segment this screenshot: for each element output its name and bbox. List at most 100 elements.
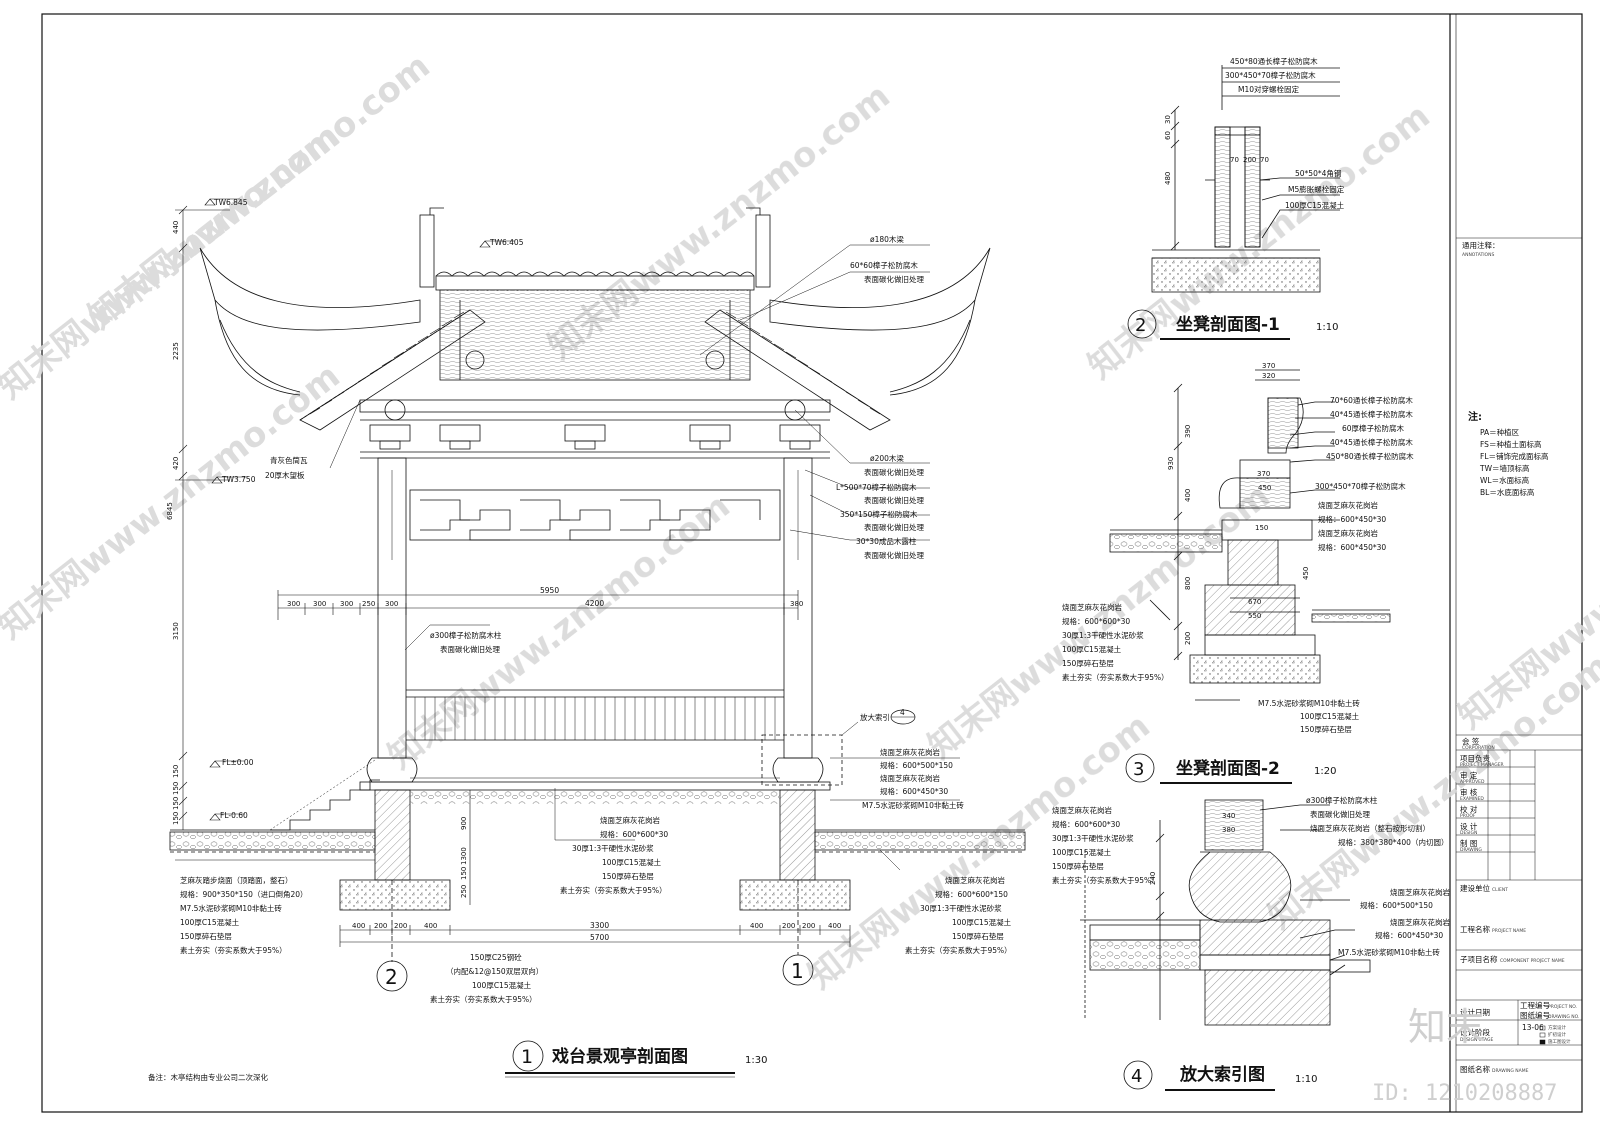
note-item: BL＝水底面标高 [1480, 487, 1535, 497]
dim: 390 [1184, 425, 1192, 438]
detail-notes-right: ø300樟子松防腐木柱 表面碳化做旧处理 烧面芝麻灰花岗岩（整石按形切割） 规格… [1306, 795, 1450, 957]
tb-label-en: PROJECT MANAGER [1460, 762, 1504, 768]
sheet-border [41, 13, 1583, 1113]
main-annotations-right: ø180木梁 60*60樟子松防腐木 表面碳化做旧处理 ø200木梁 表面碳化做… [836, 234, 924, 560]
annotation: 60*60樟子松防腐木 [850, 260, 918, 270]
dim-left: 3150 [172, 622, 180, 640]
annotation: 素土夯实（夯实系数大于95%） [1052, 875, 1159, 885]
dim: 450 [1302, 567, 1310, 580]
dim: 400 [1184, 489, 1192, 502]
tb-project-no: 工程编号 [1520, 1000, 1550, 1010]
axis-label: 2 [385, 965, 398, 989]
dim: 930 [1167, 457, 1175, 470]
dim: 70 [1260, 156, 1269, 164]
dim: 150 [1255, 524, 1268, 532]
annotation: M7.5水泥砂浆砌M10非黏土砖 [862, 800, 964, 810]
annotation: 烧面芝麻灰花岗岩 [1318, 528, 1378, 538]
annotation: 烧面芝麻灰花岗岩 [880, 747, 940, 757]
annotation: ø200木梁 [870, 453, 904, 463]
column-note: 表面碳化做旧处理 [440, 644, 500, 654]
dim-bottom-seg: 400 [750, 922, 763, 930]
elevation-fl1: FL±0.00 [222, 758, 254, 767]
elevation-tw2: TW6.405 [489, 238, 524, 247]
elevation-fl2: FL-0.60 [220, 811, 248, 820]
annotation: 素土夯实（夯实系数大于95%） [430, 994, 537, 1004]
view-title: 戏台景观亭剖面图 [551, 1046, 688, 1067]
tb-drawing-no-value: 13-06 [1522, 1023, 1544, 1032]
dim: 550 [1248, 612, 1261, 620]
annotation: 30厚1:3干硬性水泥砂浆 [1052, 833, 1134, 843]
seat2-bottom-notes: M7.5水泥砂浆砌M10非黏土砖 100厚C15混凝土 150厚碎石垫层 [1258, 698, 1360, 734]
dim-inner: 900 [460, 817, 468, 830]
annotation: 100厚C15混凝土 [602, 857, 662, 867]
dim-left: 440 [172, 221, 180, 234]
annotation: 60厚樟子松防腐木 [1342, 423, 1405, 433]
annotation: 规格：900*350*150（进口倒角20） [180, 889, 308, 899]
annotation: 规格：600*500*150 [880, 760, 953, 770]
view-title: 坐凳剖面图-2 [1176, 758, 1280, 779]
dim-left: 150 [172, 812, 180, 825]
dim-bottom-total: 5700 [590, 933, 609, 942]
dim-inner: 1300 [460, 847, 468, 865]
tb-project-no-en: PROJECT NO. [1548, 1004, 1577, 1010]
dim: 340 [1222, 812, 1235, 820]
watermark-logo: 知末 [1408, 1005, 1484, 1049]
annotation: 素土夯实（夯实系数大于95%） [905, 945, 1012, 955]
annotation: 表面碳化做旧处理 [864, 467, 924, 477]
outer-layer-notes: 烧面芝麻灰花岗岩 规格：600*600*150 30厚1:3干硬性水泥砂浆 10… [905, 875, 1012, 955]
annotation: 规格：600*600*30 [1052, 819, 1120, 829]
annotation: 素土夯实（夯实系数大于95%） [1062, 672, 1169, 682]
tb-stage-option: 扩初设计 [1548, 1031, 1566, 1038]
dim: 240 [1149, 872, 1157, 885]
tb-stage: 设计阶段 [1460, 1027, 1490, 1037]
dim: 380 [1222, 826, 1235, 834]
annotation: 规格：380*380*400（内切圆） [1338, 837, 1448, 847]
dim-top-seg: 4200 [585, 599, 604, 608]
dim-bottom-seg: 200 [374, 922, 387, 930]
tb-drawing-name: 图纸名称 [1460, 1064, 1490, 1074]
notes-header-en: ANNOTATIONS [1462, 252, 1494, 258]
tb-label: 审 定 [1460, 770, 1478, 780]
annotation: 素土夯实（夯实系数大于95%） [180, 945, 287, 955]
annotation: 100厚C15混凝土 [180, 917, 240, 927]
index-number: 4 [900, 708, 905, 717]
annotation: 表面碳化做旧处理 [864, 274, 924, 284]
dim-bottom-seg: 200 [802, 922, 815, 930]
annotation: 20厚木望板 [265, 470, 305, 480]
annotation: 烧面芝麻灰花岗岩 [880, 773, 940, 783]
annotation: M7.5水泥砂浆砌M10非黏土砖 [1338, 947, 1440, 957]
annotation: 素土夯实（夯实系数大于95%） [560, 885, 667, 895]
tb-label-en: APPROVED [1460, 779, 1485, 785]
tb-sub-en: COMPONENT PROJECT NAME [1500, 958, 1565, 964]
tb-drawing-no-en: DRAWING NO. [1548, 1014, 1579, 1020]
view-number: 3 [1133, 759, 1144, 780]
stair-layer-notes: 芝麻灰踏步烧面（顶踏面，整石） 规格：900*350*150（进口倒角20） M… [180, 875, 308, 955]
annotation: 表面碳化做旧处理 [1310, 809, 1370, 819]
annotation: 规格：600*600*30 [600, 829, 668, 839]
dim-inner: 250 [460, 885, 468, 898]
dim-top-seg: 300 [340, 600, 353, 608]
notes-header: 通用注释： [1462, 240, 1500, 250]
seat-section-1 [1151, 65, 1340, 293]
annotation: 150厚C25钢砼 [470, 952, 522, 962]
annotation: 150厚碎石垫层 [952, 931, 1004, 941]
tb-sub: 子项目名称 [1460, 954, 1498, 964]
dim: 70 [1230, 156, 1239, 164]
dim-left: 2235 [172, 342, 180, 360]
dim: 30 [1164, 115, 1172, 124]
annotation: 450*80通长樟子松防腐木 [1230, 56, 1318, 66]
note-item: FS＝种植土面标高 [1480, 439, 1542, 449]
tb-label: 审 核 [1460, 787, 1478, 797]
tb-label-en: PROOF [1460, 813, 1476, 819]
annotation: ø300樟子松防腐木柱 [1306, 795, 1378, 805]
tb-label: 设 计 [1460, 821, 1478, 831]
annotation: 150厚碎石垫层 [180, 931, 232, 941]
annotation: 150厚碎石垫层 [602, 871, 654, 881]
annotation: 规格：600*450*30 [1375, 930, 1443, 940]
title-block [1456, 734, 1582, 1061]
annotation: ø180木梁 [870, 234, 904, 244]
detail-section [1080, 799, 1371, 1026]
dim-top-seg: 250 [362, 600, 375, 608]
